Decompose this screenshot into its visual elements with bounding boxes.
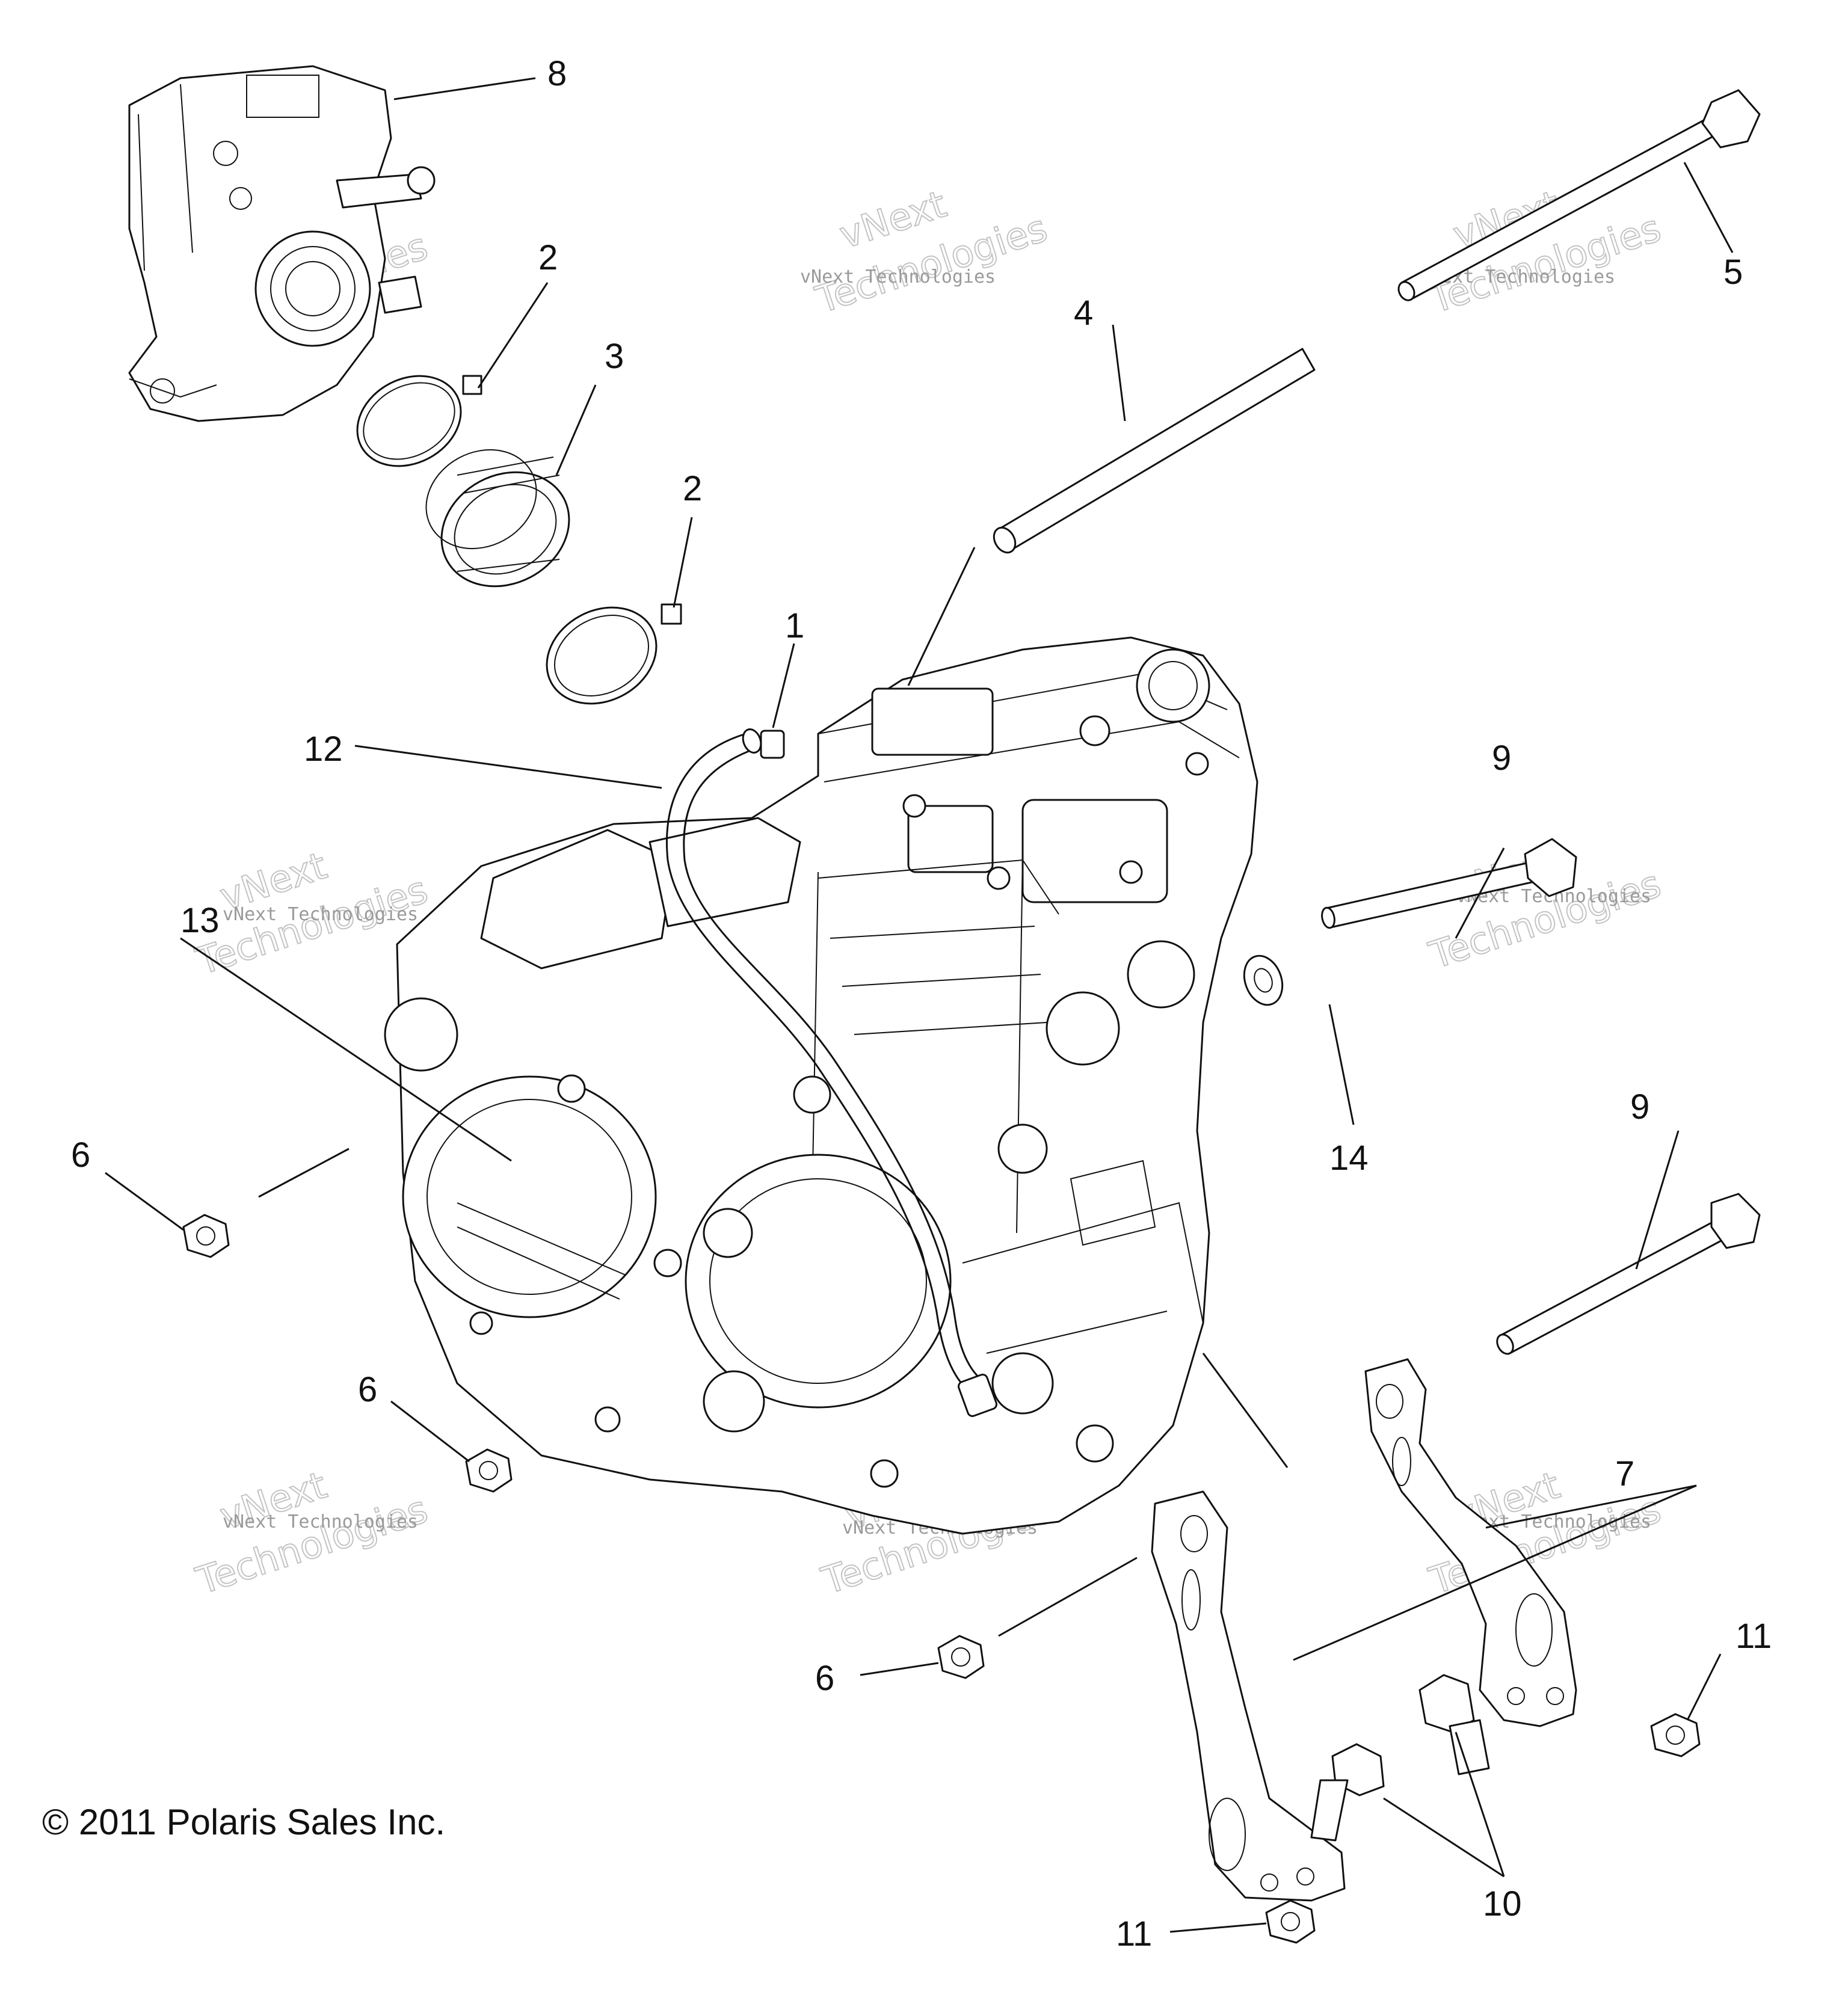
leader-11-right — [1686, 1653, 1722, 1721]
callout-4: 4 — [1074, 294, 1093, 333]
leader-6-middle — [390, 1400, 470, 1463]
copyright-notice: © 2011 Polaris Sales Inc. — [42, 1802, 445, 1842]
callout-2-lower: 2 — [683, 469, 702, 508]
leader-7b — [1293, 1484, 1697, 1661]
watermark-top-center: vNext Technologies — [810, 181, 1053, 322]
leader-5 — [1683, 162, 1734, 253]
clamp-part-2-upper — [356, 375, 482, 467]
leader-2-upper — [477, 282, 549, 389]
leader-6-left-ext — [258, 1148, 350, 1198]
callout-7: 7 — [1615, 1454, 1634, 1493]
leader-6-bottom — [860, 1662, 939, 1676]
leader-2-lower — [673, 517, 693, 608]
leader-1 — [772, 643, 795, 728]
callout-labels: 8 2 3 2 1 4 5 12 13 6 6 6 9 9 14 7 11 10… — [71, 54, 1772, 1953]
plug-part-1 — [760, 730, 785, 759]
bolt-part-10-lower — [1310, 1743, 1385, 1842]
leader-4b — [907, 547, 976, 686]
leader-12 — [354, 745, 662, 789]
lock-washer-part-14 — [1243, 954, 1284, 1006]
leader-7c — [1202, 1353, 1289, 1468]
callout-3: 3 — [605, 337, 624, 376]
engine-assembly — [384, 636, 1258, 1535]
bolt-part-9-lower — [1496, 1193, 1761, 1355]
leader-9-upper — [1455, 847, 1505, 939]
tube-part-4 — [993, 348, 1316, 554]
leader-4a — [1112, 324, 1126, 422]
leader-14 — [1328, 1004, 1355, 1125]
leader-10b — [1383, 1797, 1505, 1878]
callout-13: 13 — [180, 901, 220, 940]
callout-9-lower: 9 — [1630, 1087, 1649, 1126]
callout-11-bottom: 11 — [1116, 1914, 1152, 1953]
intake-boot-part-3 — [425, 449, 570, 588]
callout-14: 14 — [1329, 1139, 1369, 1178]
bolt-part-9-upper — [1321, 838, 1577, 929]
bolt-part-10-upper — [1418, 1674, 1490, 1775]
flange-nut-part-11-right — [1650, 1713, 1701, 1757]
leader-10a — [1455, 1732, 1505, 1877]
callout-9-upper: 9 — [1492, 739, 1511, 778]
throttle-body-part-8 — [128, 65, 436, 422]
callout-10: 10 — [1483, 1884, 1522, 1923]
leader-lines — [105, 77, 1734, 1933]
mount-bracket-part-7-left — [1151, 1490, 1346, 1902]
flange-nut-part-6-left — [182, 1214, 230, 1258]
callout-12: 12 — [304, 730, 343, 769]
callout-1: 1 — [785, 606, 804, 645]
callout-5: 5 — [1723, 253, 1743, 292]
callout-2-upper: 2 — [538, 238, 558, 277]
callout-6-left: 6 — [71, 1136, 90, 1175]
leader-8 — [393, 77, 536, 100]
callout-6-middle: 6 — [358, 1370, 377, 1409]
hose-part-12 — [666, 728, 997, 1417]
watermark-mid-left: vNext Technologies — [190, 843, 433, 984]
flange-nut-part-11-bottom — [1265, 1899, 1316, 1944]
clamp-part-2-lower — [546, 603, 682, 705]
callout-8: 8 — [547, 54, 567, 93]
leader-3 — [555, 384, 597, 476]
callout-6-bottom: 6 — [815, 1659, 834, 1698]
long-bolt-part-5 — [1397, 89, 1761, 301]
watermark-small: vNext Technologies — [800, 266, 996, 287]
watermark-small: vNext Technologies — [223, 1511, 418, 1532]
leader-13 — [180, 937, 512, 1162]
mount-bracket-part-7-right — [1364, 1358, 1577, 1727]
leader-9-lower — [1635, 1130, 1680, 1270]
flange-nut-part-6-bottom — [937, 1635, 985, 1679]
watermark-small: vNext Technologies — [223, 904, 418, 925]
callout-11-right: 11 — [1736, 1617, 1772, 1656]
leader-7a — [1485, 1484, 1697, 1529]
leader-6-bottom-ext — [998, 1557, 1138, 1637]
flange-nut-part-6-middle — [465, 1448, 513, 1493]
leader-6-left — [105, 1172, 184, 1231]
leader-11-bottom — [1169, 1922, 1267, 1933]
